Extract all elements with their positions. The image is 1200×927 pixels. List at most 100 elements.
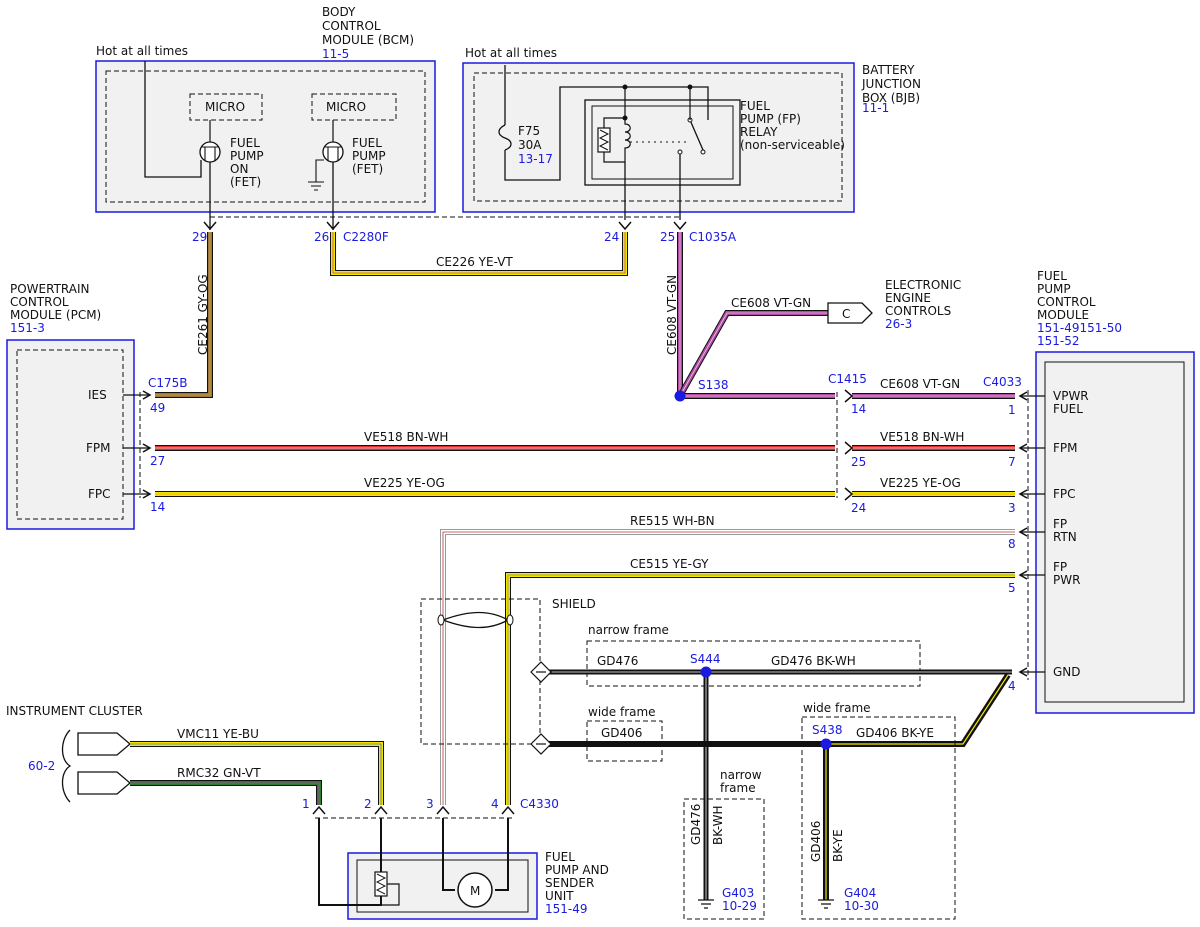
fpsu-title-3: SENDER — [545, 876, 594, 890]
connector-c1415[interactable]: C1415 — [828, 372, 867, 386]
cluster-connector-2[interactable] — [77, 771, 132, 795]
pin24-arrow — [618, 221, 632, 231]
g404-label[interactable]: G404 — [844, 886, 876, 900]
connector-c4033[interactable]: C4033 — [983, 375, 1022, 389]
wire-vmc11 — [130, 741, 384, 805]
bcm-micro2-box — [311, 93, 397, 121]
fpcm-pin-fuel: FUEL — [1053, 402, 1083, 416]
pin-c1: 1 — [302, 797, 310, 811]
pcm-outer-box — [6, 339, 135, 530]
wire-gd476-label-b: GD476 BK-WH — [771, 654, 856, 668]
fpcm-title-4: MODULE — [1037, 308, 1089, 322]
bcm-inner-box — [105, 70, 426, 203]
fuse-icon — [498, 124, 512, 151]
bcm-ref[interactable]: 11-5 — [322, 47, 349, 61]
g403-label[interactable]: G403 — [722, 886, 754, 900]
cluster-connector-1[interactable] — [77, 732, 132, 756]
pin-14b: 14 — [851, 402, 866, 416]
relay-switch-icon — [689, 119, 704, 151]
wire-re515-label: RE515 WH-BN — [630, 514, 715, 528]
g403-ref[interactable]: 10-29 — [722, 899, 757, 913]
connector-c1035a[interactable]: C1035A — [689, 230, 737, 244]
fpcm-title-1: FUEL — [1037, 269, 1067, 283]
bcm-micro1-label: MICRO — [205, 100, 245, 114]
fet1-label-2: PUMP — [230, 149, 264, 163]
fuse-ref[interactable]: 13-17 — [518, 152, 553, 166]
pin-c2: 2 — [364, 797, 372, 811]
connector-c4330[interactable]: C4330 — [520, 797, 559, 811]
g404-frame-label: wide frame — [803, 701, 871, 715]
fpsu-ref[interactable]: 151-49 — [545, 902, 588, 916]
bjb-hot-label: Hot at all times — [465, 46, 557, 60]
eec-title-3: CONTROLS — [885, 304, 951, 318]
fpcm-ref-1[interactable]: 151-49151-50 — [1037, 321, 1122, 335]
fpcm-title-2: PUMP — [1037, 282, 1071, 296]
relay-label-4: (non-serviceable) — [740, 138, 845, 152]
pin-49: 49 — [150, 401, 165, 415]
splice-s444[interactable] — [700, 666, 712, 678]
fpcm-pin-fp: FP — [1053, 517, 1067, 531]
bjb-ref[interactable]: 11-1 — [862, 101, 889, 115]
g404-ref[interactable]: 10-30 — [844, 899, 879, 913]
shield-box — [420, 598, 541, 745]
connector-c175b[interactable]: C175B — [148, 376, 188, 390]
bcm-title-line2: CONTROL — [322, 19, 381, 33]
fpcm-pin-fpc: FPC — [1053, 487, 1076, 501]
wire-ce608-eec-label: CE608 VT-GN — [731, 296, 811, 310]
g404-ground-icon — [818, 899, 834, 909]
eec-connector[interactable] — [827, 302, 873, 324]
cluster-title: INSTRUMENT CLUSTER — [6, 704, 143, 718]
fpcm-pin-rtn: RTN — [1053, 530, 1077, 544]
pcm-pin-fpm: FPM — [86, 441, 111, 455]
wire-ve225-label-a: VE225 YE-OG — [364, 476, 445, 490]
wire-rmc32 — [130, 780, 322, 805]
fpcm-pin-vpwr: VPWR — [1053, 389, 1089, 403]
pin-1: 1 — [1008, 403, 1016, 417]
wide-frame-label: wide frame — [588, 705, 656, 719]
pcm-title-1: POWERTRAIN — [10, 282, 90, 296]
fet2-label-3: (FET) — [352, 162, 383, 176]
relay-label-3: RELAY — [740, 125, 778, 139]
g403-frame-label-2: frame — [720, 781, 756, 795]
g404-frame-box — [801, 716, 956, 920]
wire-ce515 — [505, 572, 1015, 805]
pump-motor-label: M — [470, 884, 480, 898]
narrow-frame-label: narrow frame — [588, 623, 669, 637]
pcm-title-2: CONTROL — [10, 295, 69, 309]
pcm-module: POWERTRAIN CONTROL MODULE (PCM) 151-3 IE… — [6, 282, 152, 530]
fpsu-title-1: FUEL — [545, 850, 575, 864]
shield-label: SHIELD — [552, 597, 596, 611]
pin-29: 29 — [192, 230, 207, 244]
bjb-outer-box — [462, 62, 855, 213]
wire-ce515-label: CE515 YE-GY — [630, 557, 709, 571]
pcm-inner-box — [16, 349, 124, 520]
eec-ref[interactable]: 26-3 — [885, 317, 912, 331]
cluster-ref[interactable]: 60-2 — [28, 759, 55, 773]
cluster-bracket — [61, 729, 72, 803]
pin-7: 7 — [1008, 455, 1016, 469]
splice-s438[interactable] — [820, 738, 832, 750]
pin-25: 25 — [660, 230, 675, 244]
wire-gd406-label-b: GD406 BK-YE — [856, 726, 934, 740]
bcm-micro2-label: MICRO — [326, 100, 366, 114]
relay-coil-icon — [603, 117, 631, 163]
fet2-label-1: FUEL — [352, 136, 382, 150]
pin-26: 26 — [314, 230, 329, 244]
g403-ground-icon — [698, 899, 714, 909]
fpcm-ref-2[interactable]: 151-52 — [1037, 334, 1080, 348]
connector-c2280f[interactable]: C2280F — [343, 230, 389, 244]
bjb-module: Hot at all times BATTERY JUNCTION BOX (B… — [462, 46, 921, 220]
g403-frame-box — [683, 798, 765, 920]
pin-c4: 4 — [491, 797, 499, 811]
fet2-icon — [322, 141, 344, 163]
wire-gd406-vert-2: BK-YE — [831, 829, 845, 862]
wire-vmc11-label: VMC11 YE-BU — [177, 727, 259, 741]
wire-gd476-vert-1: GD476 — [689, 804, 703, 845]
wire-gd476-label-a: GD476 — [597, 654, 638, 668]
splice-s138[interactable] — [674, 390, 686, 402]
wire-ce608 — [677, 232, 1015, 399]
pin-27: 27 — [150, 454, 165, 468]
pin-25b: 25 — [851, 455, 866, 469]
pcm-ref[interactable]: 151-3 — [10, 321, 45, 335]
